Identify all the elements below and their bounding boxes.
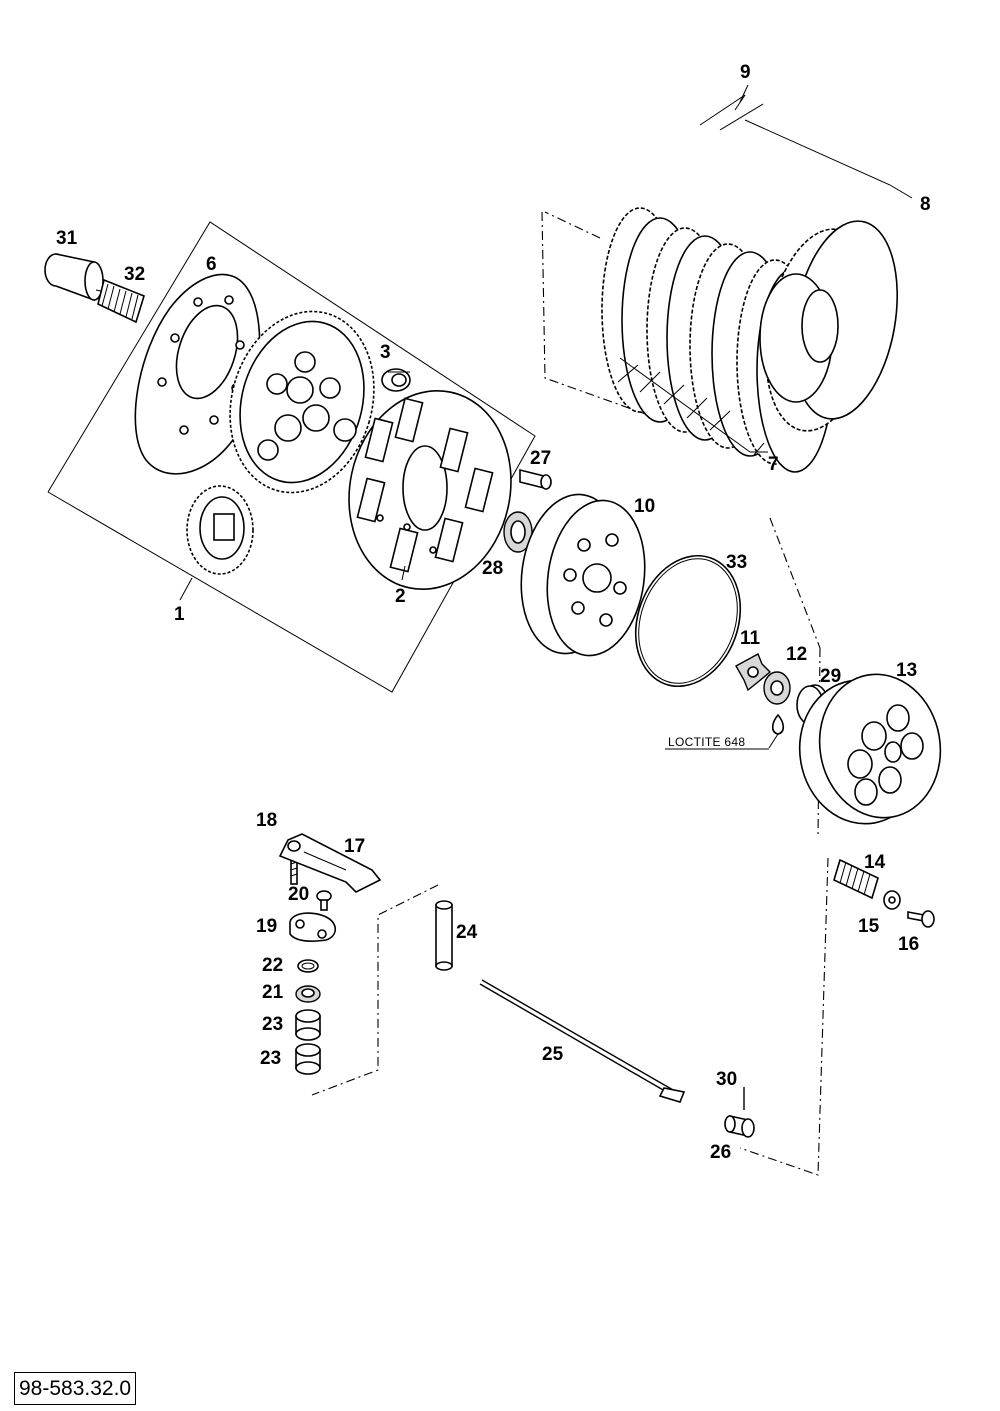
callout-27: 27 <box>530 448 551 469</box>
part-15-washer <box>883 890 901 910</box>
part-26-push-piece <box>724 1115 755 1138</box>
part-28-thrust-washer <box>503 511 533 553</box>
part-11-lock-washer <box>735 653 772 692</box>
callout-20: 20 <box>288 884 309 905</box>
part-24-release-shaft <box>435 900 453 971</box>
drawing-number: 98-583.32.0 <box>14 1372 137 1405</box>
callout-30: 30 <box>716 1069 737 1090</box>
part-10-clutch-hub <box>520 493 646 657</box>
part-22-circlip <box>297 959 319 973</box>
parts-7-8-9-clutch-plates <box>601 94 913 473</box>
part-23-bushing-lower <box>295 1043 321 1075</box>
callout-26: 26 <box>710 1142 731 1163</box>
callout-6: 6 <box>206 254 217 275</box>
part-25-push-rod <box>479 979 686 1103</box>
callout-28: 28 <box>482 558 503 579</box>
callout-7: 7 <box>768 454 779 475</box>
part-16-screw <box>907 910 935 928</box>
callout-2: 2 <box>395 586 406 607</box>
part-31-bushing <box>44 253 107 302</box>
callout-18: 18 <box>256 810 277 831</box>
part-1-primary-gear <box>186 310 375 575</box>
callout-14: 14 <box>864 852 886 873</box>
callout-29: 29 <box>820 666 841 687</box>
callout-16: 16 <box>898 934 919 955</box>
callout-13: 13 <box>896 660 917 681</box>
part-12-nut <box>763 671 791 705</box>
callout-labels: 1 2 3 6 7 8 9 10 11 12 13 14 15 16 17 18… <box>56 62 931 1163</box>
part-32-needle-bearing <box>97 278 145 324</box>
callout-15: 15 <box>858 916 880 937</box>
loctite-drop-marker <box>768 713 785 749</box>
callout-23-lower: 23 <box>260 1048 281 1069</box>
callout-23-upper: 23 <box>262 1014 283 1035</box>
part-23-bushing-upper <box>295 1009 321 1041</box>
callout-21: 21 <box>262 982 284 1003</box>
part-21-seal-ring <box>295 985 321 1003</box>
callout-3: 3 <box>380 342 391 363</box>
part-27-pin <box>519 468 552 490</box>
callout-24: 24 <box>456 922 478 943</box>
loctite-note-text: LOCTITE 648 <box>668 735 745 749</box>
callout-25: 25 <box>542 1044 564 1065</box>
part-3-spacer <box>381 368 411 392</box>
callout-1: 1 <box>174 604 185 625</box>
callout-31: 31 <box>56 228 78 249</box>
callout-22: 22 <box>262 955 283 976</box>
part-13-pressure-plate <box>798 673 942 825</box>
callout-32: 32 <box>124 264 145 285</box>
part-2-clutch-basket <box>348 389 512 591</box>
callout-8: 8 <box>920 194 931 215</box>
callout-33: 33 <box>726 552 747 573</box>
leader-lines <box>179 84 765 601</box>
callout-9: 9 <box>740 62 751 83</box>
part-14-spring <box>833 858 879 900</box>
loctite-note: LOCTITE 648 <box>665 735 769 750</box>
callout-19: 19 <box>256 916 277 937</box>
callout-11: 11 <box>740 628 761 649</box>
part-33-o-ring <box>634 554 742 688</box>
callout-12: 12 <box>786 644 807 665</box>
part-19-flange <box>289 912 337 942</box>
callout-17: 17 <box>344 836 365 857</box>
part-20-screw <box>316 890 332 911</box>
primary-drive-group-frame <box>47 221 536 693</box>
part-6-disc <box>134 273 261 475</box>
callout-10: 10 <box>634 496 655 517</box>
part-17-release-lever <box>278 833 382 893</box>
